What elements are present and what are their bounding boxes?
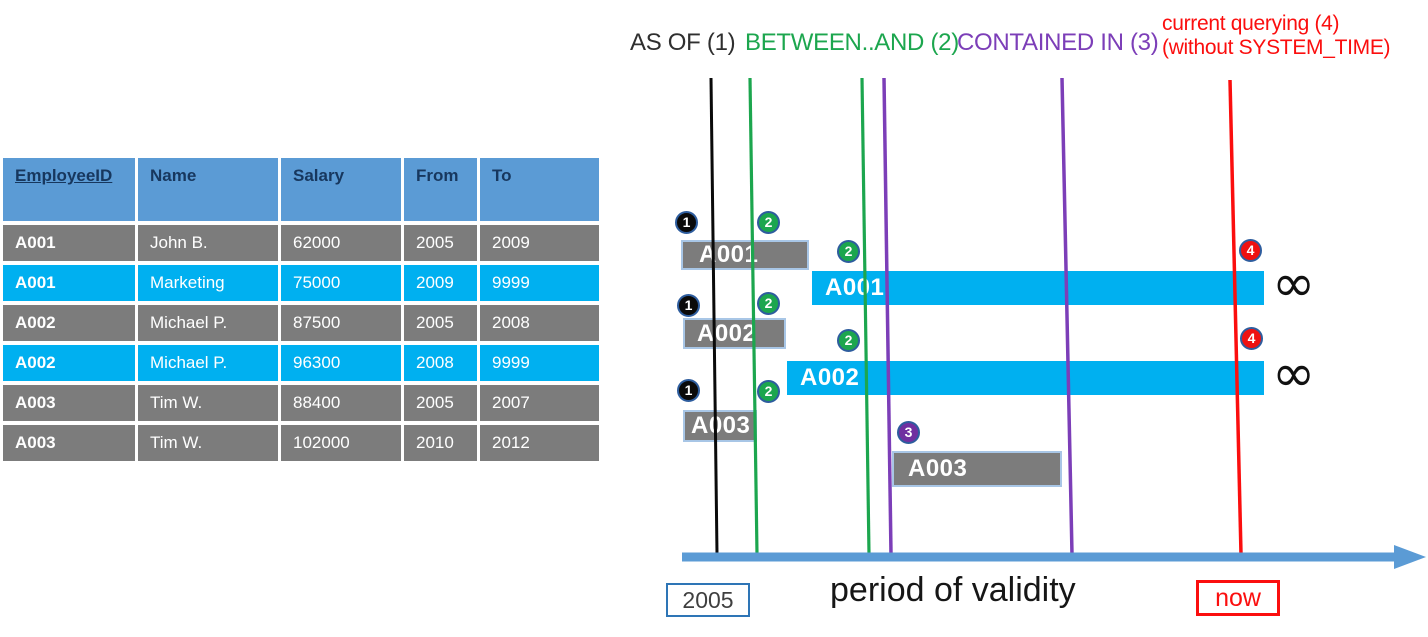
table-row: A003 Tim W. 102000 2010 2012 <box>3 425 599 461</box>
legend-current-querying: current querying (4) (without SYSTEM_TIM… <box>1162 12 1391 60</box>
employee-table: EmployeeID Name Salary From To A001 John… <box>0 154 602 465</box>
bar-a001-history: A001 <box>681 240 809 270</box>
column-header-employeeid: EmployeeID <box>3 158 135 221</box>
cell-salary: 96300 <box>281 345 401 381</box>
legend-contained-in: CONTAINED IN (3) <box>957 29 1159 56</box>
cell-employee-id: A003 <box>3 425 135 461</box>
legend-current-querying-line1: current querying (4) <box>1162 12 1340 35</box>
cell-name: John B. <box>138 225 278 261</box>
bar-a003-history-2: A003 <box>892 451 1062 487</box>
axis-now-label: now <box>1196 580 1280 616</box>
bar-label: A001 <box>699 241 759 268</box>
cell-salary: 87500 <box>281 305 401 341</box>
bar-a002-history: A002 <box>683 318 786 349</box>
cell-salary: 88400 <box>281 385 401 421</box>
bar-label: A003 <box>691 412 751 439</box>
table-row: A001 John B. 62000 2005 2009 <box>3 225 599 261</box>
cell-from: 2005 <box>404 225 477 261</box>
cell-to: 9999 <box>480 265 599 301</box>
as-of-line <box>709 77 719 555</box>
cell-salary: 75000 <box>281 265 401 301</box>
column-header-name: Name <box>138 158 278 221</box>
cell-employee-id: A003 <box>3 385 135 421</box>
bar-label: A003 <box>908 455 968 482</box>
legend-as-of: AS OF (1) <box>630 29 736 56</box>
bar-label: A002 <box>800 364 860 391</box>
cell-salary: 62000 <box>281 225 401 261</box>
cell-to: 2009 <box>480 225 599 261</box>
cell-employee-id: A001 <box>3 265 135 301</box>
column-header-to: To <box>480 158 599 221</box>
between-and-start-line <box>748 77 759 555</box>
table-row: A001 Marketing 75000 2009 9999 <box>3 265 599 301</box>
badge-current-4: 4 <box>1239 239 1262 262</box>
bar-a003-history-1: A003 <box>683 410 757 442</box>
badge-between-2: 2 <box>757 211 780 234</box>
bar-label: A002 <box>697 319 757 347</box>
table-header-row: EmployeeID Name Salary From To <box>3 158 599 221</box>
contained-in-end-line <box>1060 77 1074 555</box>
bar-label: A001 <box>825 274 885 301</box>
column-header-from: From <box>404 158 477 221</box>
badge-current-4: 4 <box>1240 327 1263 350</box>
cell-to: 9999 <box>480 345 599 381</box>
now-line <box>1228 79 1243 555</box>
badge-between-2: 2 <box>837 240 860 263</box>
column-header-salary: Salary <box>281 158 401 221</box>
cell-to: 2008 <box>480 305 599 341</box>
badge-as-of-1: 1 <box>675 211 698 234</box>
time-axis-arrow-head <box>1394 545 1426 569</box>
badge-between-2: 2 <box>757 292 780 315</box>
cell-from: 2008 <box>404 345 477 381</box>
axis-start-label: 2005 <box>666 583 750 617</box>
cell-from: 2005 <box>404 305 477 341</box>
infinity-symbol: ∞ <box>1272 254 1316 314</box>
cell-from: 2009 <box>404 265 477 301</box>
cell-employee-id: A002 <box>3 305 135 341</box>
axis-title: period of validity <box>830 571 1076 609</box>
legend-between-and: BETWEEN..AND (2) <box>745 29 959 56</box>
table-row: A003 Tim W. 88400 2005 2007 <box>3 385 599 421</box>
bar-a001-current: A001 <box>812 271 1264 305</box>
contained-in-start-line <box>882 77 893 555</box>
badge-as-of-1: 1 <box>677 294 700 317</box>
cell-name: Michael P. <box>138 305 278 341</box>
legend-current-querying-line2: (without SYSTEM_TIME) <box>1162 36 1391 59</box>
cell-to: 2012 <box>480 425 599 461</box>
cell-from: 2010 <box>404 425 477 461</box>
cell-from: 2005 <box>404 385 477 421</box>
bar-a002-current: A002 <box>787 361 1264 395</box>
badge-as-of-1: 1 <box>677 379 700 402</box>
cell-employee-id: A002 <box>3 345 135 381</box>
column-header-employeeid-label: EmployeeID <box>15 166 113 185</box>
cell-salary: 102000 <box>281 425 401 461</box>
badge-between-2: 2 <box>837 329 860 352</box>
table-row: A002 Michael P. 96300 2008 9999 <box>3 345 599 381</box>
cell-name: Michael P. <box>138 345 278 381</box>
cell-name: Tim W. <box>138 425 278 461</box>
cell-name: Tim W. <box>138 385 278 421</box>
badge-contained-3: 3 <box>897 421 920 444</box>
cell-name: Marketing <box>138 265 278 301</box>
table-row: A002 Michael P. 87500 2005 2008 <box>3 305 599 341</box>
between-and-end-line <box>860 77 871 555</box>
cell-employee-id: A001 <box>3 225 135 261</box>
badge-between-2: 2 <box>757 380 780 403</box>
infinity-symbol: ∞ <box>1272 344 1316 404</box>
cell-to: 2007 <box>480 385 599 421</box>
